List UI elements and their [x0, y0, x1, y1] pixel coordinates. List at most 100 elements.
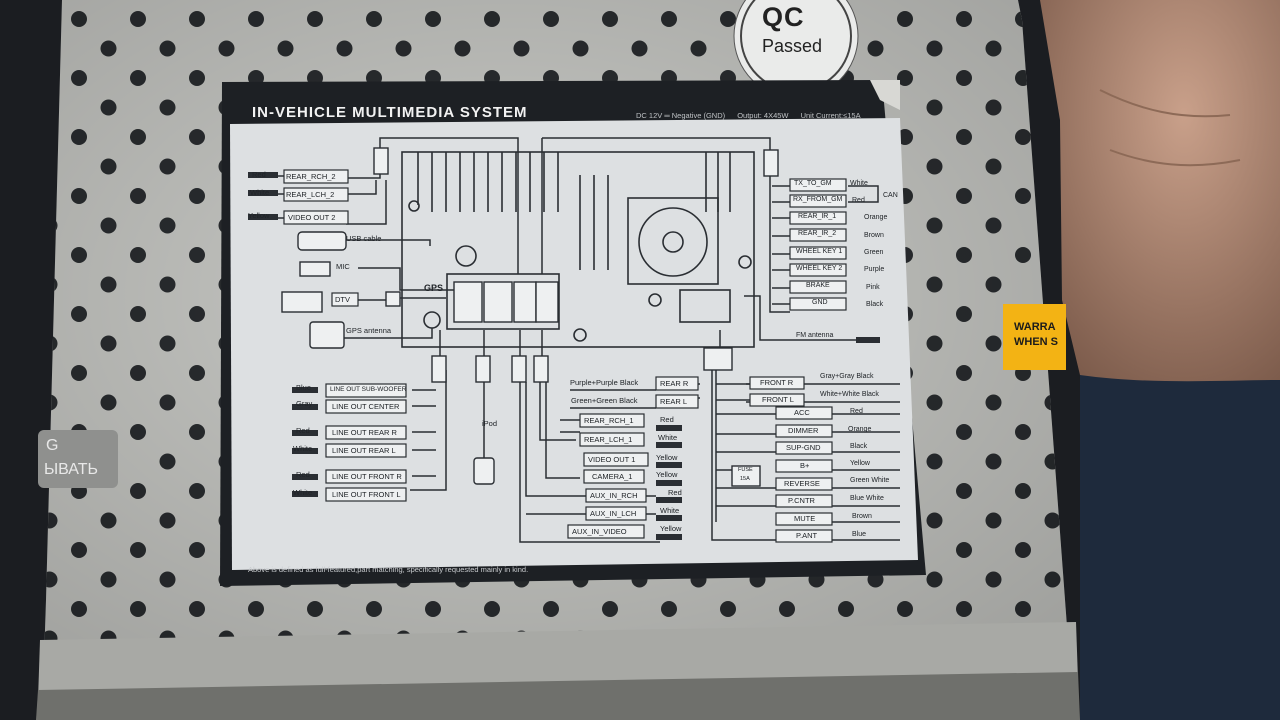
reverse-color: Green White — [850, 477, 890, 484]
wheel2-label: WHEEL KEY 2 — [796, 265, 843, 272]
rear-ir2-label: REAR_IR_2 — [798, 230, 837, 237]
rear-lch1-label: REAR_LCH_1 — [584, 435, 633, 444]
fuse-label: FUSE — [738, 467, 753, 473]
acc-label: ACC — [794, 408, 810, 417]
qc-text: QC — [762, 2, 805, 32]
front-l-color: White+White Black — [820, 391, 879, 398]
rear-ir2-color: Brown — [864, 232, 884, 239]
wheel1-color: Green — [864, 249, 884, 256]
gps-antenna-label: GPS antenna — [346, 326, 392, 335]
can-label: CAN — [883, 192, 898, 199]
rear-ir1-label: REAR_IR_1 — [798, 213, 837, 220]
brake-color: Pink — [866, 284, 880, 291]
rx-gm-label: RX_FROM_GM — [793, 196, 843, 203]
camera1-color: Yellow — [656, 470, 678, 479]
front-r-label: FRONT R — [760, 378, 794, 387]
rear-ir1-color: Orange — [864, 214, 888, 221]
fm-label: FM antenna — [796, 332, 834, 339]
rear-r-color: Red — [296, 426, 310, 435]
aux-rch-label: AUX_IN_RCH — [590, 491, 638, 500]
dtv-label: DTV — [335, 295, 350, 304]
pcntr-color: Blue White — [850, 495, 884, 502]
camera1-label: CAMERA_1 — [592, 472, 633, 481]
passed-text: Passed — [762, 36, 823, 56]
rear-r-wire: Purple+Purple Black — [570, 378, 639, 387]
wheel2-color: Purple — [864, 266, 885, 273]
mute-label: MUTE — [794, 514, 816, 523]
spec-power: DC 12V — [636, 111, 663, 120]
jacket-sleeve — [1080, 360, 1280, 720]
aux-lch-color: White — [660, 506, 680, 515]
ipod-label: iPod — [482, 419, 498, 428]
acc-color: Red — [850, 408, 863, 415]
fuse-rating: 15A — [740, 476, 750, 482]
rear-rch2-color: Red — [252, 170, 266, 179]
rca-plugs — [248, 172, 880, 540]
rear-l-label: LINE OUT REAR L — [332, 446, 396, 455]
reverse-label: REVERSE — [784, 479, 820, 488]
aux-rch-color: Red — [668, 488, 682, 497]
gnd-color: Black — [866, 301, 884, 308]
rear-l-color: White — [293, 444, 313, 453]
rear-lch1-color: White — [658, 433, 678, 442]
front-l-label: FRONT L — [762, 395, 794, 404]
rear-l-wire: Green+Green Black — [571, 396, 638, 405]
mute-color: Brown — [852, 513, 872, 520]
video-out2-color: Yellow — [248, 211, 270, 220]
side-sticker — [38, 430, 118, 488]
center-color: Gray — [296, 399, 313, 408]
subwoofer-label: LINE OUT SUB-WOOFER — [330, 386, 407, 393]
spec-current: Unit Current:≤15A — [800, 111, 861, 120]
signal-boxes — [283, 169, 847, 543]
warranty-sticker — [1003, 304, 1066, 370]
sup-gnd-label: SUP-GND — [786, 443, 821, 452]
wheel1-label: WHEEL KEY 1 — [796, 248, 843, 255]
pcntr-label: P.CNTR — [788, 496, 815, 505]
usb-label: USB cable — [346, 234, 382, 243]
connector-boxes — [281, 147, 779, 487]
front-r-label: LINE OUT FRONT R — [332, 472, 402, 481]
label-title: IN-VEHICLE MULTIMEDIA SYSTEM — [252, 104, 528, 121]
front-r-color: Red — [296, 470, 310, 479]
label-footer: Above is defined as full-featured,part m… — [248, 565, 529, 574]
pant-label: P.ANT — [796, 531, 818, 540]
gnd-label: GND — [812, 299, 828, 306]
front-l-label: LINE OUT FRONT L — [332, 490, 401, 499]
rear-l-label: REAR L — [660, 397, 688, 406]
aux-video-label: AUX_IN_VIDEO — [572, 527, 627, 536]
center-label: LINE OUT CENTER — [332, 402, 400, 411]
bplus-color: Yellow — [850, 460, 870, 467]
head-unit-drawing — [401, 151, 755, 348]
rear-rch2-label: REAR_RCH_2 — [286, 172, 336, 181]
rx-gm-color: Red — [852, 197, 865, 204]
rear-lch2-color: White — [250, 188, 270, 197]
front-r-color: Gray+Gray Black — [820, 373, 874, 380]
brake-label: BRAKE — [806, 282, 830, 289]
sup-gnd-color: Black — [850, 443, 868, 450]
tx-gm-color: White — [850, 180, 868, 187]
rear-rch1-color: Red — [660, 415, 674, 424]
side-sticker-text-1: G — [46, 437, 59, 454]
warranty-text-2: WHEN S — [1014, 336, 1058, 348]
aux-lch-label: AUX_IN_LCH — [590, 509, 637, 518]
aux-video-color: Yellow — [660, 524, 682, 533]
bplus-label: B+ — [800, 461, 810, 470]
hand — [1040, 0, 1280, 382]
tx-gm-label: TX_TO_GM — [794, 180, 832, 187]
video-out1-color: Yellow — [656, 453, 678, 462]
front-l-color: White — [293, 488, 313, 497]
rear-rch1-label: REAR_RCH_1 — [584, 416, 634, 425]
subwoofer-color: Blue — [296, 383, 312, 392]
rear-lch2-label: REAR_LCH_2 — [286, 190, 335, 199]
gps-label: GPS — [424, 283, 444, 293]
dimmer-label: DIMMER — [788, 426, 819, 435]
mic-label: MIC — [336, 262, 350, 271]
rear-r-label: LINE OUT REAR R — [332, 428, 397, 437]
rear-r-label: REAR R — [660, 379, 689, 388]
spec-line: DC 12V ═ Negative (GND) Output: 4X45W Un… — [636, 111, 861, 120]
side-sticker-text-2: ЫВАТЬ — [44, 461, 98, 478]
video-out2-label: VIDEO OUT 2 — [288, 213, 336, 222]
spec-negative: Negative (GND) — [671, 111, 726, 120]
pant-color: Blue — [852, 531, 867, 538]
